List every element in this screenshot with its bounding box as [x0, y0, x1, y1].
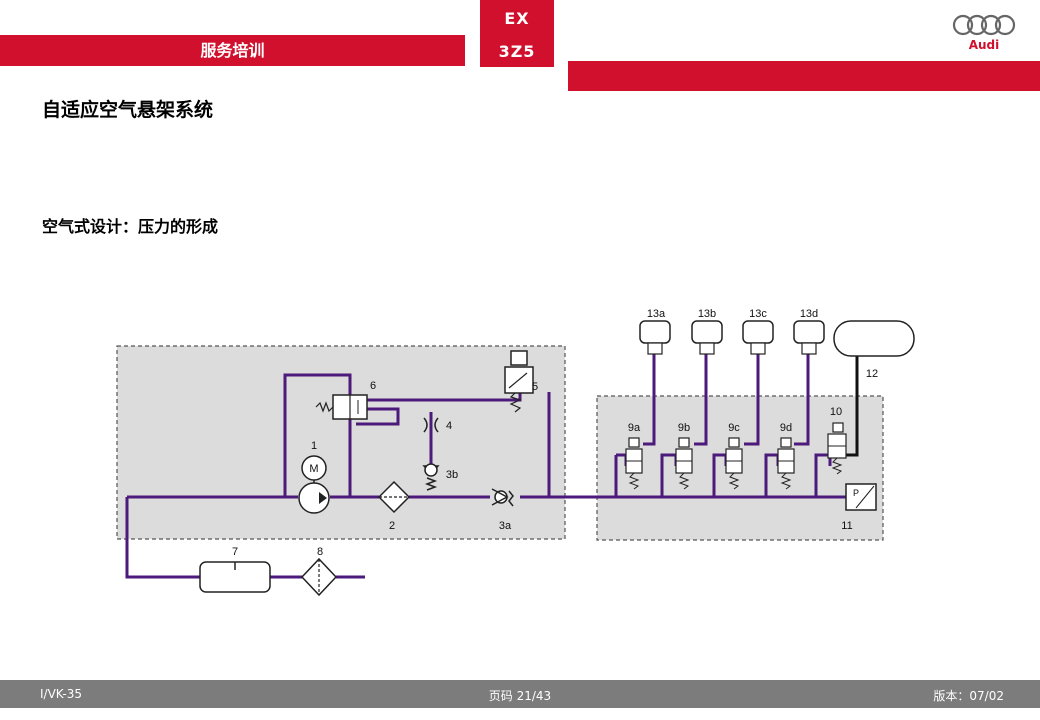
footer-document-id: I/VK-35: [40, 687, 82, 701]
header-band-right: [568, 61, 1040, 91]
compressor-module-box: [116, 345, 566, 540]
label-3b: 3b: [446, 469, 458, 481]
valve-10: [827, 422, 847, 475]
label-4: 4: [446, 420, 452, 432]
label-11: 11: [841, 520, 852, 532]
valve-9d: [777, 437, 795, 490]
label-5: 5: [532, 381, 538, 393]
label-8: 8: [317, 546, 323, 558]
course-code-line1: EX: [504, 9, 530, 28]
label-9a: 9a: [628, 422, 641, 434]
compressor-1: [298, 455, 330, 514]
label-6: 6: [370, 380, 376, 392]
page-title: 自适应空气悬架系统: [42, 99, 214, 121]
label-2: 2: [389, 520, 395, 532]
footer-page-number: 页码 21/43: [488, 689, 552, 703]
label-10: 10: [830, 406, 842, 418]
label-9d: 9d: [780, 422, 792, 434]
course-code-box: EX 3Z5: [480, 0, 554, 67]
label-pressure-sensor: P: [853, 488, 859, 498]
label-9b: 9b: [678, 422, 690, 434]
label-3a: 3a: [499, 520, 512, 532]
brand-name: Audi: [968, 38, 1000, 52]
page-subtitle: 空气式设计：压力的形成: [42, 217, 219, 236]
check-valve-3b: [422, 463, 440, 491]
strut-13a: [639, 320, 671, 355]
header-title: 服务培训: [200, 41, 265, 60]
label-9c: 9c: [728, 422, 740, 434]
reservoir-line: [846, 356, 859, 457]
footer-version: 版本：07/02: [933, 689, 1004, 703]
filter-8: [300, 557, 338, 597]
air-reservoir-12: [833, 320, 915, 357]
label-13c: 13c: [749, 308, 767, 320]
air-dryer-2: [377, 480, 411, 514]
solenoid-valve-5: [504, 350, 534, 413]
label-7: 7: [232, 546, 238, 558]
valve-9b: [675, 437, 693, 490]
label-13a: 13a: [647, 308, 666, 320]
strut-13d: [793, 320, 825, 355]
audi-rings-logo-icon: [952, 14, 1016, 36]
valve-9c: [725, 437, 743, 490]
label-13d: 13d: [800, 308, 818, 320]
course-code-line2: 3Z5: [498, 42, 536, 61]
label-motor: M: [309, 463, 318, 475]
pressure-sensor-11: [845, 483, 877, 511]
air-supply-diagram: 1 M 2 3a 3b 4 5 6 7 8 9a 9b 9c 9d 10 11 …: [116, 308, 915, 597]
strut-13b: [691, 320, 723, 355]
valve-9a: [625, 437, 643, 490]
header-band-left: [0, 35, 465, 66]
label-12: 12: [866, 368, 878, 380]
check-valve-3a: [491, 488, 514, 507]
label-13b: 13b: [698, 308, 716, 320]
footer-bar: I/VK-35 页码 21/43 版本：07/02: [0, 680, 1040, 708]
exhaust-valve-6: [315, 394, 368, 420]
strut-13c: [742, 320, 774, 355]
air-lines: [125, 354, 846, 579]
label-1: 1: [311, 440, 317, 452]
throttle-4: [423, 417, 439, 433]
